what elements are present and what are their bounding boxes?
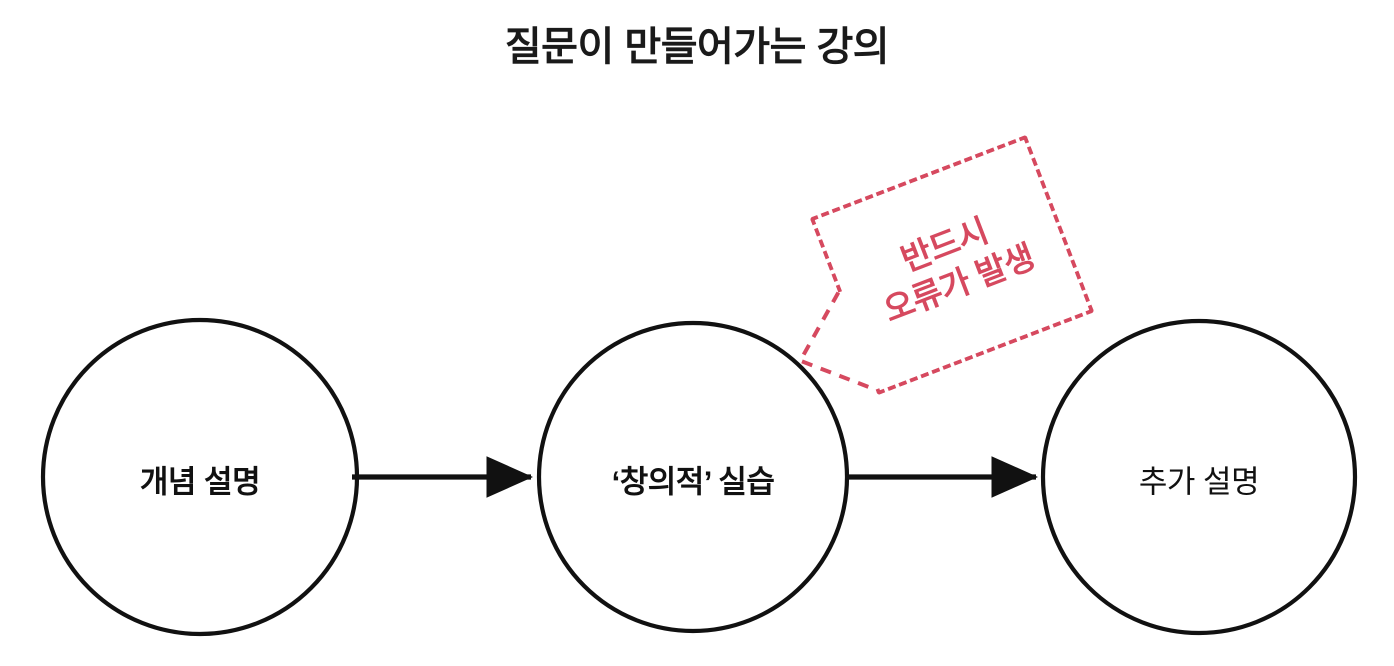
callout-tail — [797, 286, 891, 392]
node-label-creative-practice: ‘창의적’ 실습 — [611, 464, 775, 500]
page-title: 질문이 만들어가는 강의 — [504, 25, 890, 69]
node-label-concept-explanation: 개념 설명 — [139, 464, 261, 500]
error-callout[interactable]: 반드시 오류가 발생 — [797, 134, 1095, 396]
node-label-additional-explanation: 추가 설명 — [1138, 464, 1260, 500]
node-circle-3[interactable] — [1040, 318, 1358, 636]
